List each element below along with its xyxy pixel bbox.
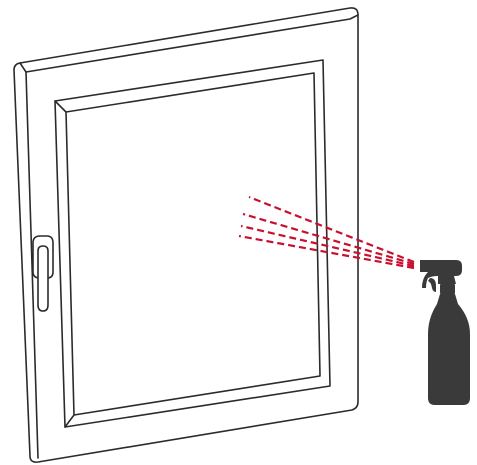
outer-frame bbox=[13, 7, 359, 463]
window-frame-icon bbox=[13, 7, 359, 463]
bottle-body bbox=[428, 294, 470, 405]
handle-lever bbox=[37, 245, 49, 312]
bottle-neck bbox=[440, 284, 455, 294]
spray-line-2 bbox=[242, 212, 415, 266]
spray-mist bbox=[238, 195, 415, 270]
window-handle-icon bbox=[32, 235, 54, 312]
sash-depth-line-bottom bbox=[64, 414, 75, 428]
spray-line-4 bbox=[238, 234, 415, 270]
sash-depth-line bbox=[54, 100, 67, 113]
bottle-trigger bbox=[428, 278, 436, 292]
spray-line-3 bbox=[240, 224, 415, 268]
spray-bottle-icon bbox=[420, 260, 470, 405]
frame-depth-edge bbox=[19, 14, 359, 73]
sash-inner bbox=[65, 72, 321, 416]
bottle-nozzle bbox=[420, 260, 462, 288]
frame-depth-side bbox=[25, 71, 39, 459]
sash-outer bbox=[54, 59, 331, 428]
spray-line-1 bbox=[248, 195, 415, 264]
